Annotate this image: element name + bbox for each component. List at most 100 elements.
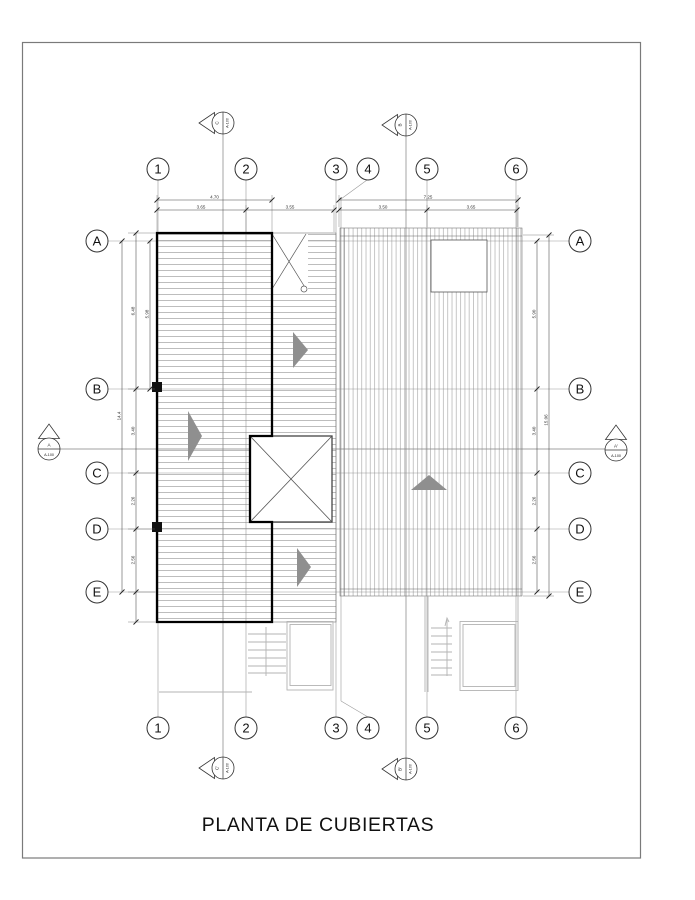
dim-left-ab: 5.98 xyxy=(145,309,150,318)
drawing-title: PLANTA DE CUBIERTAS xyxy=(202,814,434,836)
grid-bubble-label: D xyxy=(575,522,584,537)
slope-arrow-right-3 xyxy=(297,548,311,587)
roof-slope-arrows xyxy=(188,332,447,587)
dim-right-cd: 2.26 xyxy=(532,496,537,505)
section-sheet-ref: A-100 xyxy=(409,120,413,130)
slope-arrow-right-2 xyxy=(293,332,308,368)
grid-bubble-label: D xyxy=(92,522,101,537)
grid-bubble-col3-top: 3 xyxy=(324,157,348,181)
grid-bubble-label: B xyxy=(93,382,102,397)
section-label: C' xyxy=(215,766,220,770)
section-sheet-ref: A-100 xyxy=(226,118,230,128)
grid-bubble-label: 5 xyxy=(423,162,430,177)
grid-bubble-rowB-right: B xyxy=(568,377,592,401)
grid-bubble-label: C xyxy=(92,466,101,481)
dim-right-bc: 3.40 xyxy=(532,426,537,435)
left-roof xyxy=(152,231,337,624)
grid-bubble-label: 5 xyxy=(423,721,430,736)
grid-bubble-label: 4 xyxy=(364,721,371,736)
grid-bubble-col5-top: 5 xyxy=(415,157,439,181)
section-label: C xyxy=(215,121,220,125)
right-roof xyxy=(339,227,523,597)
grid-bubble-label: 1 xyxy=(154,721,161,736)
stairs-left xyxy=(159,621,334,693)
grid-bubble-label: 1 xyxy=(154,162,161,177)
section-sheet-ref: A-100 xyxy=(226,763,230,773)
dim-right-total: 15.06 xyxy=(544,414,549,426)
grid-bubble-label: B xyxy=(576,382,585,397)
dim-left-upper: 6.48 xyxy=(131,306,136,315)
grid-bubble-label: 3 xyxy=(332,721,339,736)
grid-bubble-label: 3 xyxy=(332,162,339,177)
grid-bubble-label: A xyxy=(93,234,102,249)
dim-left-cd: 2.26 xyxy=(131,496,136,505)
chimney-column-d xyxy=(152,522,162,532)
grid-bubble-rowB-left: B xyxy=(85,377,109,401)
section-marker-top-b: B A-100 xyxy=(381,113,418,137)
dim-left-de: 2.56 xyxy=(131,555,136,564)
grid-bubble-col6-bottom: 6 xyxy=(504,716,528,740)
section-markers: C A-100 B A-100 C' A-100 B' A-100 xyxy=(37,111,628,781)
section-label: B' xyxy=(398,767,403,771)
skylight-opening xyxy=(430,239,488,293)
left-roof-wall-outline xyxy=(155,231,274,624)
grid-bubble-col3-bottom: 3 xyxy=(324,716,348,740)
section-marker-bottom-c: C' A-100 xyxy=(198,756,235,780)
grid-bubble-col5-bottom: 5 xyxy=(415,716,439,740)
grid-bubble-rowA-left: A xyxy=(85,229,109,253)
grid-bubble-label: 2 xyxy=(242,721,249,736)
chimney-column-b xyxy=(152,382,162,392)
grid-bubble-rowA-right: A xyxy=(568,229,592,253)
grid-bubble-col2-bottom: 2 xyxy=(234,716,258,740)
grid-bubble-rowC-left: C xyxy=(85,461,109,485)
grid-bubble-col1-bottom: 1 xyxy=(146,716,170,740)
section-marker-right-a: A' A-100 xyxy=(604,424,628,462)
grid-bubble-label: C xyxy=(575,466,584,481)
grid-bubble-rowD-left: D xyxy=(85,517,109,541)
dim-top-left-seg2: 3.55 xyxy=(286,204,295,209)
dim-ticks xyxy=(119,197,552,625)
section-label: B xyxy=(398,123,403,126)
grid-bubble-rowE-right: E xyxy=(568,580,592,604)
grid-bubble-rowE-left: E xyxy=(85,580,109,604)
dim-right-de: 2.56 xyxy=(532,555,537,564)
grid-bubble-col2-top: 2 xyxy=(234,157,258,181)
dim-right-ab: 5.90 xyxy=(532,309,537,318)
grid-bubble-rowD-right: D xyxy=(568,517,592,541)
section-marker-bottom-b: B' A-100 xyxy=(381,757,418,781)
grid-bubble-col4-top: 4 xyxy=(356,157,380,181)
stairs-right xyxy=(424,596,519,692)
roof-corner-opening xyxy=(272,233,308,290)
grid-bubble-label: 2 xyxy=(242,162,249,177)
grid-bubbles: 1 2 3 4 5 6 1 2 3 4 5 6 A B C D E A B C … xyxy=(85,157,592,740)
dim-top-left-seg1: 3.65 xyxy=(197,204,206,209)
slope-arrow-up xyxy=(411,475,447,490)
grid-bubble-col6-top: 6 xyxy=(504,157,528,181)
dim-left-bc: 3.40 xyxy=(131,426,136,435)
roof-opening-x xyxy=(249,435,333,523)
dim-top-left-total: 4.70 xyxy=(210,194,219,199)
section-sheet-ref: A-100 xyxy=(611,454,621,458)
left-roof-hatch xyxy=(156,232,337,623)
dim-top-right-seg1: 3.50 xyxy=(379,204,388,209)
grid-bubble-rowC-right: C xyxy=(568,461,592,485)
section-sheet-ref: A-100 xyxy=(409,764,413,774)
section-label: A' xyxy=(614,444,618,449)
slope-arrow-right-1 xyxy=(188,411,202,461)
dim-top-right-seg2: 3.65 xyxy=(467,204,476,209)
section-sheet-ref: A-100 xyxy=(44,453,54,457)
dim-top-right-total: 7.25 xyxy=(424,194,433,199)
section-label: A xyxy=(47,443,51,448)
dimensions: 4.70 3.65 3.55 7.25 3.50 3.65 14.4 6.48 … xyxy=(117,194,554,625)
dim-left-total: 14.4 xyxy=(117,411,122,420)
grid-bubble-label: 6 xyxy=(512,162,519,177)
section-marker-left-a: A A-100 xyxy=(37,423,61,461)
section-marker-top-c: C A-100 xyxy=(198,111,235,135)
grid-bubble-label: A xyxy=(576,234,585,249)
grid-bubble-col4-bottom: 4 xyxy=(356,716,380,740)
grid-bubble-label: E xyxy=(93,585,102,600)
drain-symbol xyxy=(300,285,308,293)
grid-bubble-col1-top: 1 xyxy=(146,157,170,181)
